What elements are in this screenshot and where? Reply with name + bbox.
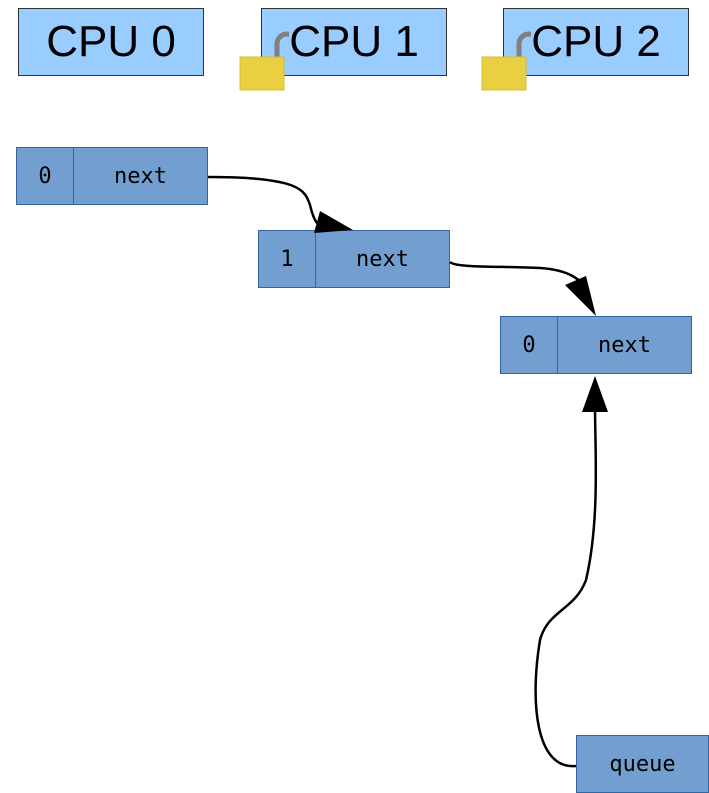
cpu-2-box: CPU 2 [503, 8, 689, 76]
cpu-1-box: CPU 1 [261, 8, 447, 76]
node-value: 1 [259, 231, 316, 287]
next-arrow-1-to-2 [449, 260, 590, 293]
arrowhead [582, 376, 608, 412]
queue-head-box: queue [576, 735, 709, 793]
arrowhead [565, 276, 596, 316]
node-next-pointer: next [114, 163, 167, 189]
list-node-0: 0 next [16, 147, 208, 205]
node-value: 0 [17, 148, 74, 204]
cpu-0-box: CPU 0 [18, 8, 204, 76]
node-next-pointer: next [598, 332, 651, 358]
list-node-2: 0 next [500, 316, 692, 374]
node-value: 0 [501, 317, 558, 373]
node-next-pointer: next [356, 246, 409, 272]
padlock-icon [481, 22, 531, 92]
queue-arrow-to-node-2 [534, 404, 598, 768]
padlock-icon [239, 22, 289, 92]
next-arrow-0-to-1 [207, 175, 326, 230]
list-node-1: 1 next [258, 230, 450, 288]
